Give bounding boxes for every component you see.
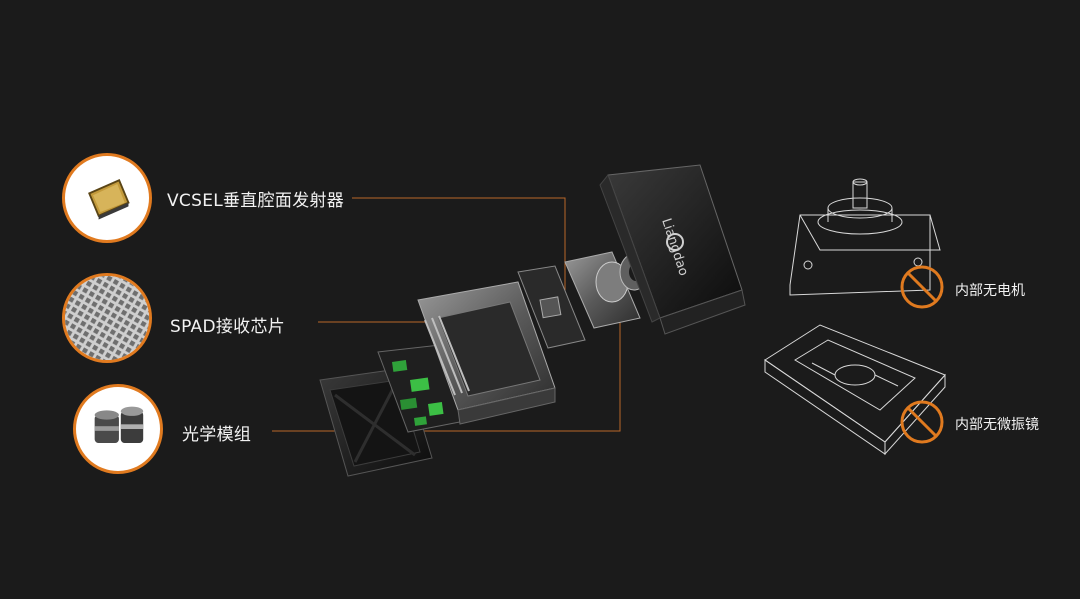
brand-logo-icon [666, 233, 684, 251]
mems-mirror-outline-illustration [764, 324, 946, 456]
heatsink-housing-part [417, 281, 556, 425]
leader-line-vcsel [352, 197, 566, 300]
motor-outline-illustration [789, 178, 941, 296]
no-motor-icon [900, 265, 944, 309]
note-no-mems-mirror: 内部无微振镜 [955, 417, 1039, 433]
no-mems-mirror-icon [900, 400, 944, 444]
receiver-board-part [517, 265, 586, 349]
optical-lens-icon [73, 384, 163, 474]
component-label-spad: SPAD接收芯片 [170, 317, 286, 337]
front-cover-part: Liangdao [599, 164, 746, 335]
note-no-motor: 内部无电机 [955, 283, 1025, 299]
component-label-optics: 光学模组 [182, 425, 252, 445]
vcsel-chip-icon [62, 153, 152, 243]
spad-chip-icon [62, 273, 152, 363]
component-label-vcsel: VCSEL垂直腔面发射器 [167, 191, 345, 211]
